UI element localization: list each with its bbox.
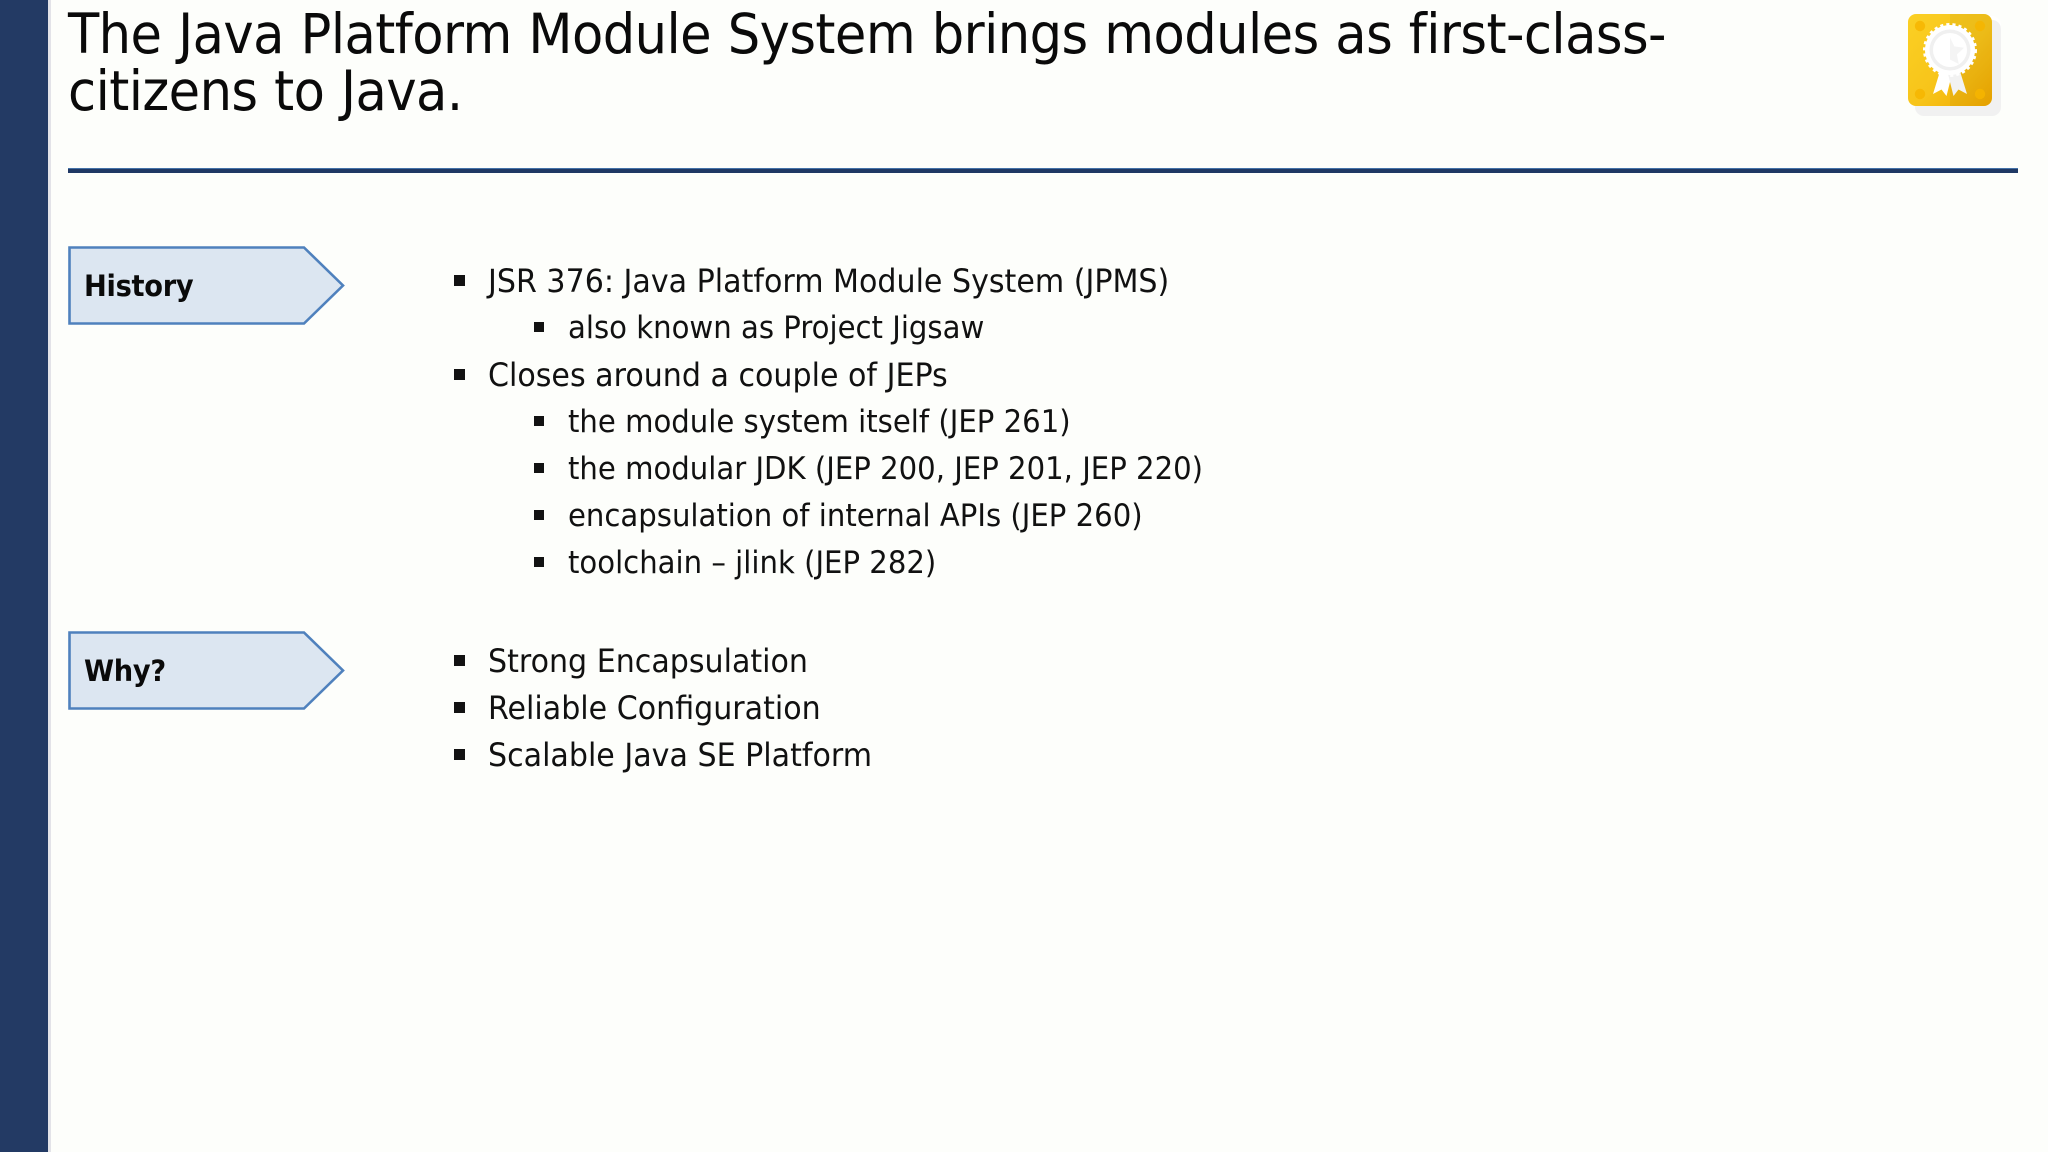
bullet-square-icon bbox=[534, 557, 544, 567]
page-title: The Java Platform Module System brings m… bbox=[68, 2, 1667, 124]
award-badge-icon bbox=[1903, 10, 2003, 118]
list-item: the module system itself (JEP 261) bbox=[448, 399, 1988, 445]
list-item: encapsulation of internal APIs (JEP 260) bbox=[448, 493, 1988, 539]
section-label-why-text: Why? bbox=[83, 653, 166, 688]
bullet-square-icon bbox=[454, 369, 465, 380]
bullet-square-icon bbox=[534, 416, 544, 426]
list-item: Closes around a couple of JEPs bbox=[448, 352, 1988, 398]
list-item-label: Closes around a couple of JEPs bbox=[488, 356, 948, 394]
bullet-list: Strong Encapsulation Reliable Configurat… bbox=[448, 638, 1988, 778]
list-item-label: the module system itself (JEP 261) bbox=[568, 404, 1071, 440]
bullet-square-icon bbox=[534, 510, 544, 520]
bullet-square-icon bbox=[534, 463, 544, 473]
section-label-history-text: History bbox=[83, 268, 194, 303]
list-item: toolchain – jlink (JEP 282) bbox=[448, 540, 1988, 586]
list-item: the modular JDK (JEP 200, JEP 201, JEP 2… bbox=[448, 446, 1988, 492]
list-item-label: JSR 376: Java Platform Module System (JP… bbox=[488, 262, 1170, 300]
bullet-square-icon bbox=[454, 702, 465, 713]
list-item-label: the modular JDK (JEP 200, JEP 201, JEP 2… bbox=[568, 451, 1204, 487]
chevron-shape-icon bbox=[68, 246, 345, 325]
list-item-label: Reliable Configuration bbox=[488, 689, 821, 727]
title-block: The Java Platform Module System brings m… bbox=[68, 2, 1878, 124]
bullet-list: JSR 376: Java Platform Module System (JP… bbox=[448, 258, 1988, 586]
bullet-square-icon bbox=[454, 275, 465, 286]
bullet-square-icon bbox=[534, 322, 544, 332]
list-item-label: toolchain – jlink (JEP 282) bbox=[568, 545, 937, 581]
list-item: JSR 376: Java Platform Module System (JP… bbox=[448, 258, 1988, 304]
title-divider-rule bbox=[68, 168, 2018, 173]
section-label-why[interactable]: Why? bbox=[68, 631, 345, 710]
history-bullet-list: JSR 376: Java Platform Module System (JP… bbox=[448, 258, 1988, 587]
why-bullet-list: Strong Encapsulation Reliable Configurat… bbox=[448, 638, 1988, 779]
list-item: Reliable Configuration bbox=[448, 685, 1988, 731]
left-accent-bar-edge bbox=[48, 0, 51, 1152]
list-item-label: also known as Project Jigsaw bbox=[568, 310, 985, 346]
chevron-shape-icon bbox=[68, 631, 345, 710]
left-accent-bar bbox=[0, 0, 48, 1152]
list-item-label: encapsulation of internal APIs (JEP 260) bbox=[568, 498, 1143, 534]
list-item: also known as Project Jigsaw bbox=[448, 305, 1988, 351]
section-label-history[interactable]: History bbox=[68, 246, 345, 325]
list-item-label: Strong Encapsulation bbox=[488, 642, 808, 680]
list-item: Strong Encapsulation bbox=[448, 638, 1988, 684]
list-item: Scalable Java SE Platform bbox=[448, 732, 1988, 778]
bullet-square-icon bbox=[454, 655, 465, 666]
bullet-square-icon bbox=[454, 749, 465, 760]
list-item-label: Scalable Java SE Platform bbox=[488, 736, 872, 774]
